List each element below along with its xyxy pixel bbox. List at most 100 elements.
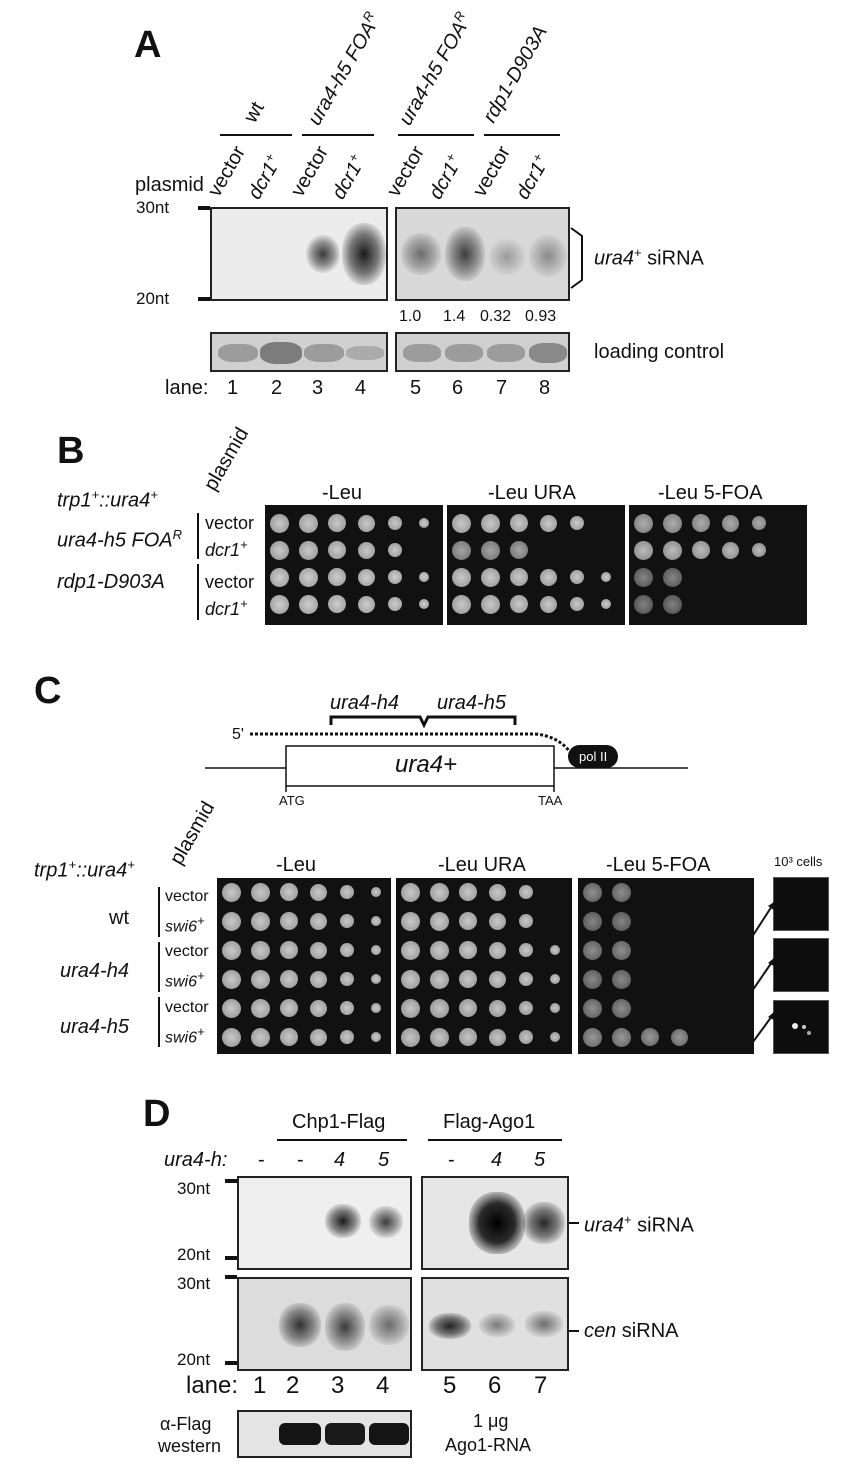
colony-spot (510, 514, 528, 532)
colony-spot (340, 1001, 354, 1015)
colony-spot (340, 943, 354, 957)
colony-spot (488, 999, 506, 1017)
stop-codon-label: TAA (538, 793, 563, 808)
ura4-h-value: - (297, 1149, 304, 1171)
ura4-sirna-label: ura4+ siRNA (594, 245, 704, 270)
colony-spot (692, 514, 710, 532)
ura4-h-value: - (258, 1149, 265, 1171)
colony-spot (419, 518, 429, 528)
sirna-signal (279, 1303, 321, 1347)
lane-number: 6 (452, 377, 464, 399)
lane-plasmid-label: dcr1+ (424, 150, 464, 204)
colony-spot (752, 543, 766, 557)
loading-band (260, 342, 302, 364)
size-marker-20nt: 20nt (136, 289, 170, 308)
plate-c-leu-ura (396, 878, 572, 1054)
strain-divider (197, 564, 199, 620)
sirna-pointer (569, 1330, 579, 1332)
colony-spot (400, 998, 420, 1018)
ura4-h-label: ura4-h: (164, 1149, 228, 1171)
colony-spot (269, 540, 289, 560)
colony-spot (670, 1028, 688, 1046)
size-marker-tick (225, 1179, 237, 1183)
sirna-signal (369, 1305, 409, 1345)
colony-spot (419, 572, 429, 582)
colony-spot (298, 540, 318, 560)
colony-spot (250, 940, 270, 960)
region-label-h4: ura4-h4 (330, 692, 399, 714)
plasmid-label: plasmid (135, 174, 204, 196)
row-label: dcr1+ (205, 596, 248, 619)
colony-spot (280, 883, 298, 901)
row-label: swi6+ (165, 913, 205, 936)
colony-spot (280, 999, 298, 1017)
colony-spot (371, 887, 381, 897)
colony-spot (451, 567, 471, 587)
colony-spot (570, 570, 584, 584)
colony-spot (519, 885, 533, 899)
plasmid-label: plasmid (165, 797, 220, 869)
colony-spot (429, 882, 449, 902)
ura4-gene-diagram (205, 715, 688, 792)
group-label-rdp1-d903a: rdp1-D903A (478, 22, 552, 127)
colony-spot (582, 882, 602, 902)
quant-value: 1.4 (443, 308, 466, 325)
plate-b-leu-ura (447, 505, 625, 625)
strain-header: trp1+::ura4+ (57, 487, 158, 512)
colony (807, 1031, 811, 1035)
plate-label: -Leu URA (438, 854, 526, 876)
colony-spot (388, 543, 402, 557)
cells-thumbnail-h5 (773, 1000, 829, 1054)
group-bracket (484, 134, 560, 136)
colony-spot (721, 514, 739, 532)
colony-spot (250, 1027, 270, 1047)
colony-spot (340, 914, 354, 928)
lane-label: lane: (186, 1372, 239, 1399)
row-label: vector (165, 943, 209, 960)
colony-spot (429, 1027, 449, 1047)
western-band (279, 1423, 321, 1445)
colony-spot (328, 595, 346, 613)
colony-spot (539, 595, 557, 613)
colony-spot (400, 940, 420, 960)
quant-value: 1.0 (399, 308, 422, 325)
colony-spot (250, 882, 270, 902)
quant-value: 0.32 (480, 308, 512, 325)
colony-spot (519, 1030, 533, 1044)
plate-c-leu (217, 878, 391, 1054)
sirna-blot-left (210, 207, 388, 301)
colony-spot (328, 568, 346, 586)
sirna-blot-right (395, 207, 570, 301)
colony-spot (550, 945, 560, 955)
colony-spot (459, 941, 477, 959)
ura4-sirna-label: ura4+ siRNA (584, 1212, 694, 1237)
colony-spot (519, 943, 533, 957)
colony-spot (510, 541, 528, 559)
colony-spot (250, 998, 270, 1018)
group-label-wt: wt (239, 98, 269, 127)
colony-spot (519, 972, 533, 986)
lane-plasmid-label: dcr1+ (327, 150, 367, 204)
colony-spot (662, 513, 682, 533)
strain-label: rdp1-D903A (57, 571, 165, 593)
colony-spot (582, 998, 602, 1018)
loading-band (403, 344, 441, 362)
colony-spot (510, 568, 528, 586)
panel-c-label: C (34, 670, 62, 712)
size-marker-30nt: 30nt (177, 1274, 211, 1293)
lane-number: 4 (355, 377, 367, 399)
colony-spot (400, 969, 420, 989)
western-blot (237, 1410, 412, 1458)
colony-spot (400, 911, 420, 931)
colony-spot (419, 599, 429, 609)
row-label: vector (165, 999, 209, 1016)
colony-spot (328, 514, 346, 532)
colony-spot (357, 595, 375, 613)
cells-label: 10³ cells (774, 854, 823, 869)
colony-spot (371, 1032, 381, 1042)
colony-spot (633, 513, 653, 533)
colony-spot (641, 1028, 659, 1046)
colony-spot (309, 1028, 327, 1046)
colony-spot (582, 1027, 602, 1047)
colony-spot (633, 540, 653, 560)
